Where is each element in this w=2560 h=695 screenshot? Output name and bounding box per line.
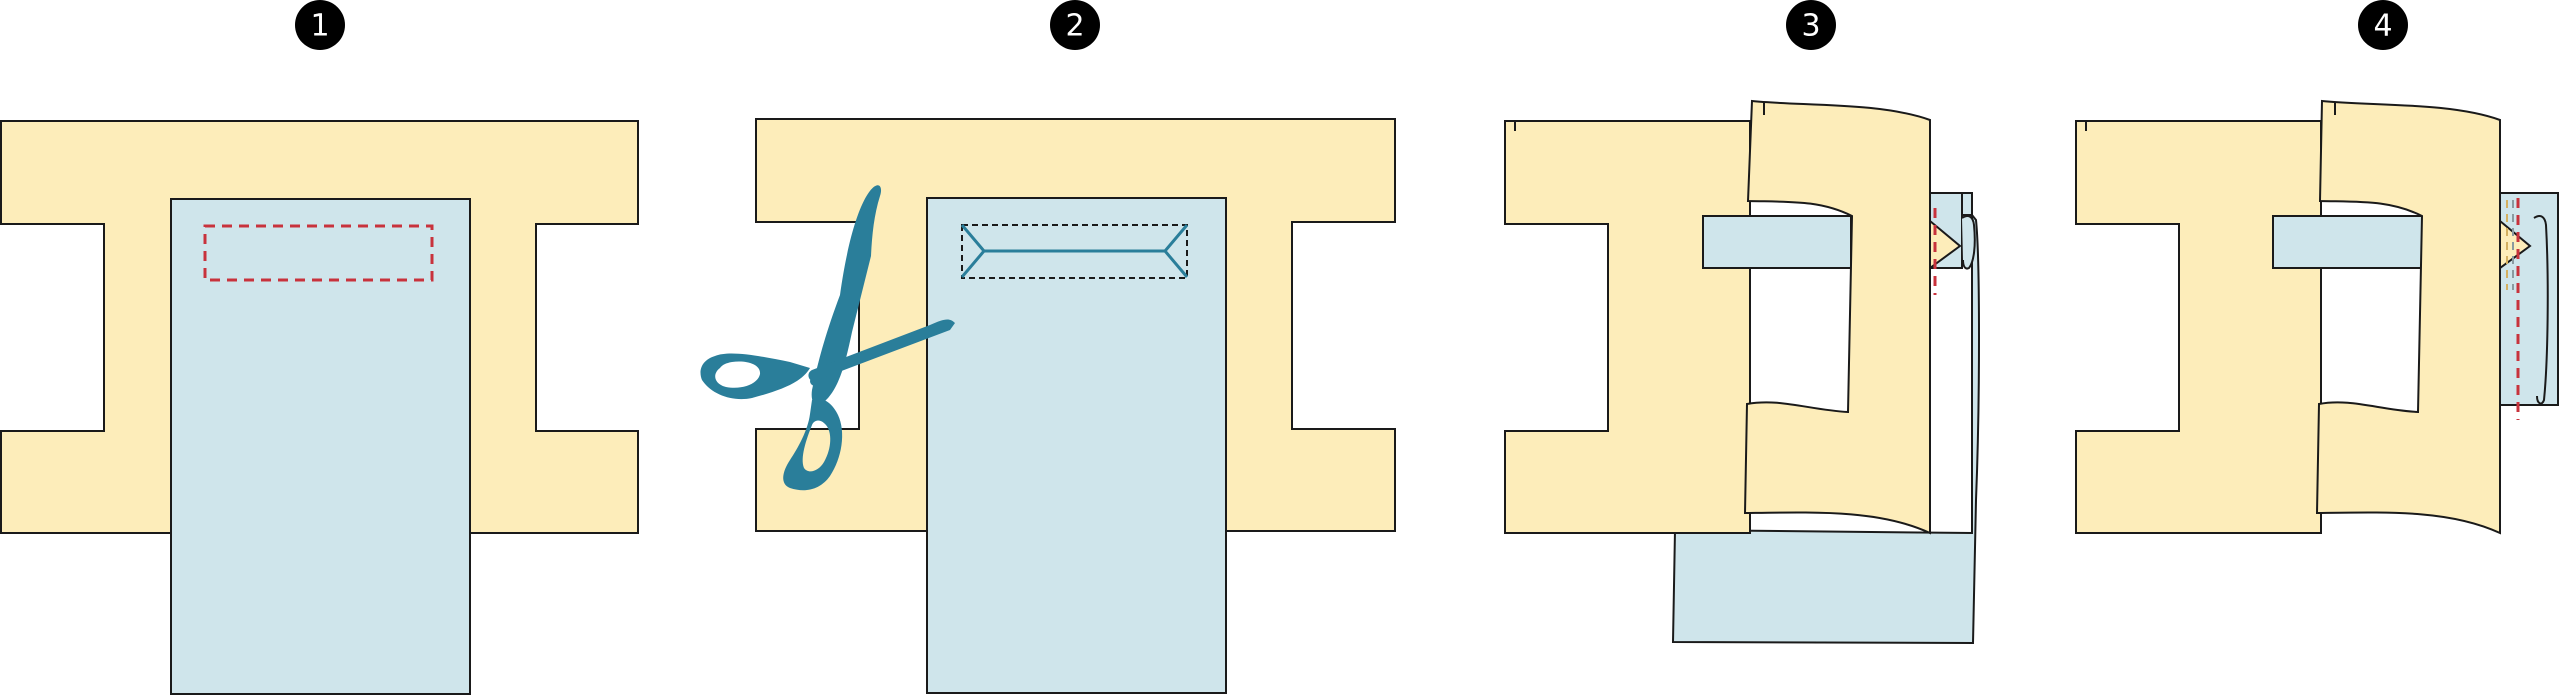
- step-2-stitch-box: [961, 224, 1188, 279]
- step-2-number: 2: [1065, 9, 1084, 44]
- step-3-base-fabric: [1504, 120, 1751, 534]
- step-2-cut-line: [960, 224, 1189, 278]
- step-4-base-fabric: [2075, 120, 2322, 534]
- step-4-panel: 4: [2075, 0, 2559, 535]
- step-1-panel: 1: [0, 0, 639, 695]
- step-3-badge: 3: [1786, 0, 1836, 50]
- step-3-slot-window: [1702, 215, 1852, 269]
- step-3-panel: 3: [1504, 0, 1980, 645]
- step-4-badge: 4: [2358, 0, 2408, 50]
- step-4-folded-flap: [2315, 99, 2501, 535]
- scissors-icon: [700, 185, 955, 491]
- step-4-facing-fabric: [2497, 192, 2559, 406]
- step-2-badge: 2: [1050, 0, 1100, 50]
- step-4-number: 4: [2373, 9, 2392, 44]
- step-4-slot-window: [2272, 215, 2424, 269]
- step-1-badge: 1: [295, 0, 345, 50]
- step-1-stitch-box: [203, 224, 434, 282]
- step-3-number: 3: [1801, 9, 1820, 44]
- step-1-number: 1: [310, 9, 329, 44]
- step-2-facing-fabric: [926, 197, 1227, 694]
- step-3-facing-roll: [1961, 215, 1976, 270]
- step-1-facing-fabric: [170, 198, 471, 695]
- step-3-folded-flap: [1743, 99, 1931, 535]
- step-3-fold-triangle: [1929, 218, 1962, 270]
- step-2-panel: 2: [700, 0, 1396, 694]
- step-4-facing-roll: [2533, 215, 2549, 405]
